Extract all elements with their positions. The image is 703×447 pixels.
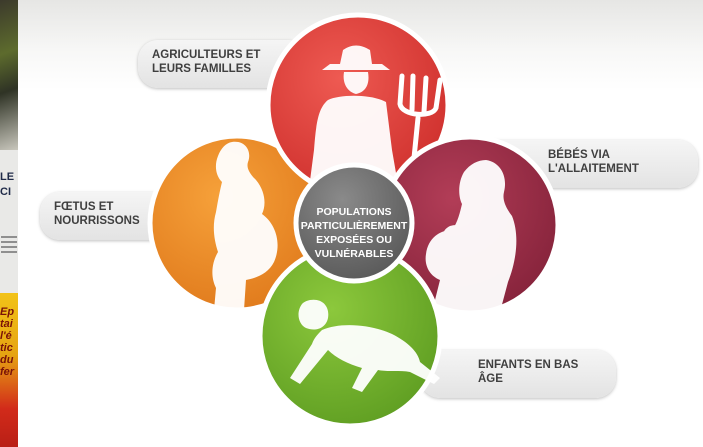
book-text-4: tic <box>0 342 13 354</box>
circle-bebes <box>379 134 561 316</box>
strip-text-2: CI <box>0 186 11 198</box>
strip-book-cover: Ep tai l'é tic du fer <box>0 293 18 447</box>
circle-agriculteurs <box>265 12 451 201</box>
pregnant-woman-icon <box>212 141 278 310</box>
strip-line <box>1 236 17 238</box>
strip-photo <box>0 0 18 150</box>
book-text-2: tai <box>0 318 13 330</box>
center-circle <box>293 162 415 284</box>
book-text-1: Ep <box>0 306 15 318</box>
strip-line <box>1 246 17 248</box>
mother-baby-icon <box>425 160 517 312</box>
crawling-baby-icon <box>290 299 440 392</box>
circle-enfants <box>257 243 443 429</box>
farmer-icon <box>308 45 400 196</box>
label-enfants: ENFANTS EN BAS ÂGE <box>420 350 616 398</box>
strip-text-1: LE <box>0 171 15 183</box>
book-text-5: du <box>0 354 14 366</box>
book-text-6: fer <box>0 366 15 378</box>
left-page-strip: LE CI Ep tai l'é tic du fer <box>0 0 18 447</box>
strip-line <box>1 251 17 253</box>
center-title: POPULATIONS PARTICULIÈREMENT EXPOSÉES OU… <box>300 206 408 260</box>
book-text-3: l'é <box>0 330 12 342</box>
strip-line <box>1 241 17 243</box>
